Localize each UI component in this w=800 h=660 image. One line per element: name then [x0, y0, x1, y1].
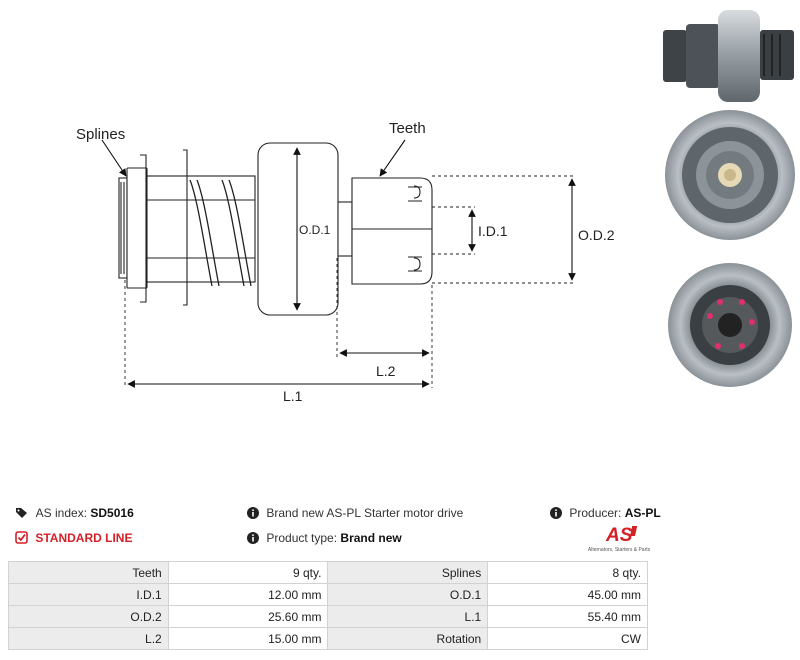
- spec-value: CW: [487, 627, 648, 650]
- as-pl-logo: AS Alternators, Starters & Parts: [588, 525, 651, 553]
- description-line: Brand new AS-PL Starter motor drive: [247, 506, 463, 520]
- product-photos: [663, 10, 795, 387]
- photo-side-view: [663, 10, 794, 102]
- as-index-line: AS index: SD5016: [15, 506, 134, 520]
- spec-label: Splines: [327, 561, 489, 584]
- product-type-value: Brand new: [340, 531, 402, 545]
- producer-line: Producer: AS-PL: [550, 506, 661, 520]
- spec-value: 55.40 mm: [487, 605, 648, 628]
- l2-label: L.2: [376, 363, 396, 379]
- as-index-label: AS index:: [35, 506, 88, 520]
- od2-label: O.D.2: [578, 227, 615, 243]
- product-type-line: Product type: Brand new: [247, 531, 402, 545]
- teeth-label: Teeth: [389, 120, 426, 137]
- table-row: O.D.2 25.60 mm L.1 55.40 mm: [8, 605, 648, 628]
- spec-value: 25.60 mm: [167, 605, 329, 628]
- id1-label: I.D.1: [478, 223, 508, 239]
- table-row: L.2 15.00 mm Rotation CW: [8, 627, 648, 650]
- table-row: I.D.1 12.00 mm O.D.1 45.00 mm: [8, 583, 648, 606]
- spec-value: 8 qty.: [487, 561, 648, 584]
- spec-value: 45.00 mm: [487, 583, 648, 606]
- tags-icon: [16, 508, 27, 518]
- spec-value: 15.00 mm: [167, 627, 329, 650]
- standard-line: STANDARD LINE: [15, 531, 132, 545]
- photo-back-view: [668, 263, 792, 387]
- l1-label: L.1: [283, 388, 303, 404]
- technical-drawing: Splines Teeth O.D.1 I.D.1 O.D.2 L.2 L.1: [76, 120, 615, 404]
- info-icon: [247, 507, 259, 519]
- product-type-label: Product type:: [266, 531, 338, 545]
- producer-value: AS-PL: [624, 506, 661, 520]
- spec-label: L.1: [327, 605, 489, 628]
- info-icon: [550, 507, 562, 519]
- spec-label: O.D.1: [327, 583, 489, 606]
- splines-label: Splines: [76, 126, 125, 143]
- spec-value: 9 qty.: [167, 561, 329, 584]
- description-text: Brand new AS-PL Starter motor drive: [266, 506, 464, 520]
- spec-label: Teeth: [8, 561, 169, 584]
- standard-line-label: STANDARD LINE: [35, 531, 133, 545]
- svg-text:AS: AS: [605, 525, 633, 546]
- spec-value: 12.00 mm: [167, 583, 329, 606]
- spec-label: I.D.1: [8, 583, 169, 606]
- specs-table: Teeth 9 qty. Splines 8 qty. I.D.1 12.00 …: [8, 561, 648, 650]
- info-icon: [247, 532, 259, 544]
- od1-label: O.D.1: [299, 223, 331, 237]
- spec-label: L.2: [8, 627, 169, 650]
- svg-text:Alternators, Starters & Parts: Alternators, Starters & Parts: [588, 547, 651, 553]
- producer-label: Producer:: [569, 506, 622, 520]
- checkbox-check-icon: [15, 531, 28, 544]
- photo-front-view: [665, 110, 795, 240]
- spec-label: O.D.2: [8, 605, 169, 628]
- spec-label: Rotation: [327, 627, 489, 650]
- table-row: Teeth 9 qty. Splines 8 qty.: [8, 561, 648, 584]
- as-index-value: SD5016: [90, 506, 134, 520]
